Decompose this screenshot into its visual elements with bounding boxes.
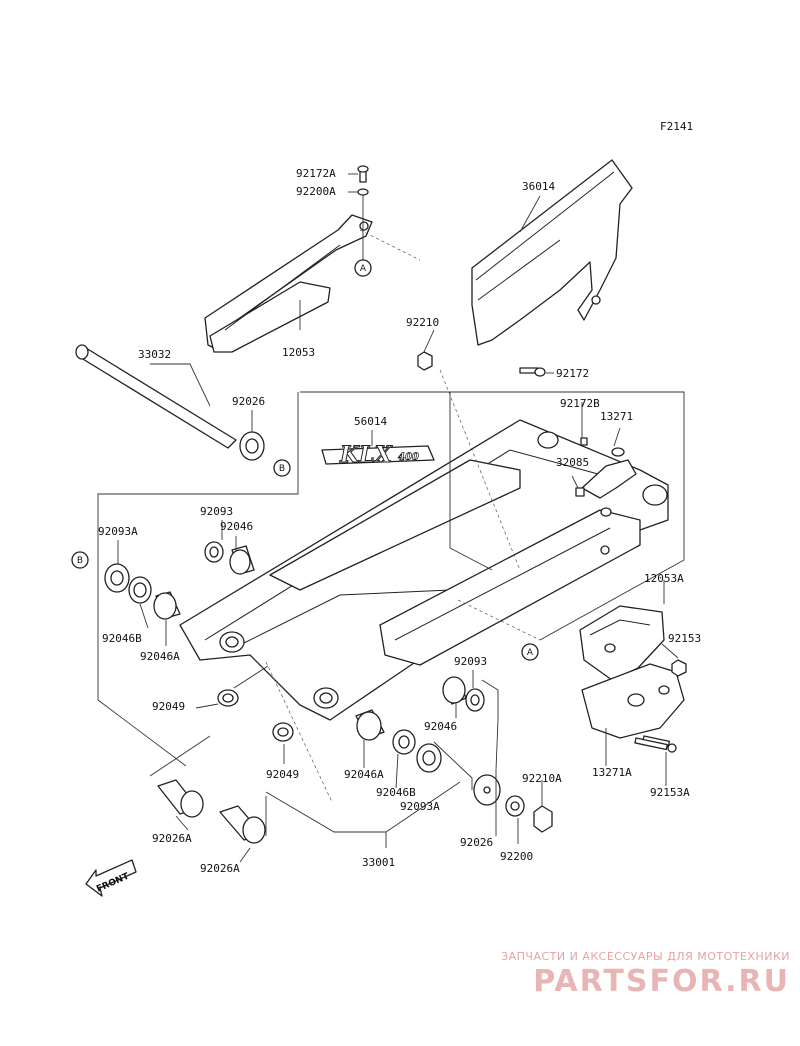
label-92026A-right: 92026A [200, 862, 240, 875]
collar-92049-left [217, 689, 239, 707]
chain-guide-12053A [579, 605, 665, 681]
chain-slider-12053 [204, 165, 373, 353]
seal-92093-right [465, 688, 485, 712]
chain-cover-36014 [471, 159, 633, 346]
bearing-92046A-left [153, 591, 181, 620]
part-labels: F2141 92172A 92200A 36014 12053 92210 92… [98, 120, 701, 875]
ref-marker-a-mid: A [521, 643, 539, 661]
nut-92153 [671, 659, 687, 677]
label-92046-upper: 92046 [220, 520, 253, 533]
label-92093-right: 92093 [454, 655, 487, 668]
label-92049-left: 92049 [152, 700, 185, 713]
sleeve-92026A-right [219, 805, 266, 844]
ref-marker-a-top: A [354, 259, 372, 277]
label-92172: 92172 [556, 367, 589, 380]
nut-92210A [533, 805, 553, 833]
logo-text: KLX [339, 442, 393, 468]
ref-marker-b-left: B [71, 551, 89, 569]
label-92046A-mid: 92046A [344, 768, 384, 781]
label-92210A: 92210A [522, 772, 562, 785]
label-92026-bottom: 92026 [460, 836, 493, 849]
ref-marker-b-right: B [273, 459, 291, 477]
label-92200A: 92200A [296, 185, 336, 198]
bushing-92046B-mid [392, 729, 416, 755]
label-92200: 92200 [500, 850, 533, 863]
label-33032: 33032 [138, 348, 171, 361]
label-12053: 12053 [282, 346, 315, 359]
chain-guide-13271A [581, 663, 685, 747]
bearing-92046A-mid [355, 709, 385, 741]
watermark-caption: ЗАПЧАСТИ И АКСЕССУАРЫ ДЛЯ МОТОТЕХНИКИ [501, 950, 790, 963]
bushing-92046B-left [128, 576, 152, 604]
label-92046B-left: 92046B [102, 632, 142, 645]
label-92046B-mid: 92046B [376, 786, 416, 799]
label-92210: 92210 [406, 316, 439, 329]
watermark-logo: PARTSFOR.RU [533, 964, 790, 999]
label-92153A: 92153A [650, 786, 690, 799]
washer-92200 [505, 795, 525, 817]
nut-92210 [417, 351, 433, 371]
label-92046-right: 92046 [424, 720, 457, 733]
label-33001: 33001 [362, 856, 395, 869]
label-92153: 92153 [668, 632, 701, 645]
label-92026-top: 92026 [232, 395, 265, 408]
label-92093-upper: 92093 [200, 505, 233, 518]
washer-92026-bottom [473, 774, 501, 806]
klx-decal-56014: KLX 400 [321, 442, 435, 469]
logo-sub-text: 400 [398, 452, 419, 463]
leader-lines [97, 173, 685, 863]
label-32085: 32085 [556, 456, 589, 469]
label-56014: 56014 [354, 415, 387, 428]
bearing-92046-upper [229, 545, 255, 575]
label-92049-mid: 92049 [266, 768, 299, 781]
pivot-shaft-33032 [75, 344, 265, 461]
swingarm-33001 [179, 419, 669, 721]
seal-92093A-left [104, 563, 130, 593]
label-92093A-left: 92093A [98, 525, 138, 538]
figure-code: F2141 [660, 120, 693, 133]
bracket-13271 [575, 437, 637, 499]
ref-a-mid-text: A [527, 648, 534, 658]
bolt-92153A [634, 737, 677, 753]
label-92093A-mid: 92093A [400, 800, 440, 813]
label-13271A: 13271A [592, 766, 632, 779]
bearing-92046-right [442, 676, 467, 705]
bolt-92172 [519, 367, 546, 377]
label-92046A-left: 92046A [140, 650, 180, 663]
front-arrow: FRONT [85, 859, 137, 897]
sleeve-92026A-left [157, 779, 204, 818]
ref-b-right-text: B [279, 464, 285, 474]
ref-b-left-text: B [77, 556, 83, 566]
collar-92049-mid [272, 722, 294, 742]
label-13271: 13271 [600, 410, 633, 423]
label-92026A-left: 92026A [152, 832, 192, 845]
label-12053A: 12053A [644, 572, 684, 585]
label-92172A: 92172A [296, 167, 336, 180]
label-92172B: 92172B [560, 397, 600, 410]
seal-92093A-mid [416, 743, 442, 773]
ref-a-top-text: A [360, 264, 367, 274]
seal-92093-upper [204, 541, 224, 563]
label-36014: 36014 [522, 180, 555, 193]
